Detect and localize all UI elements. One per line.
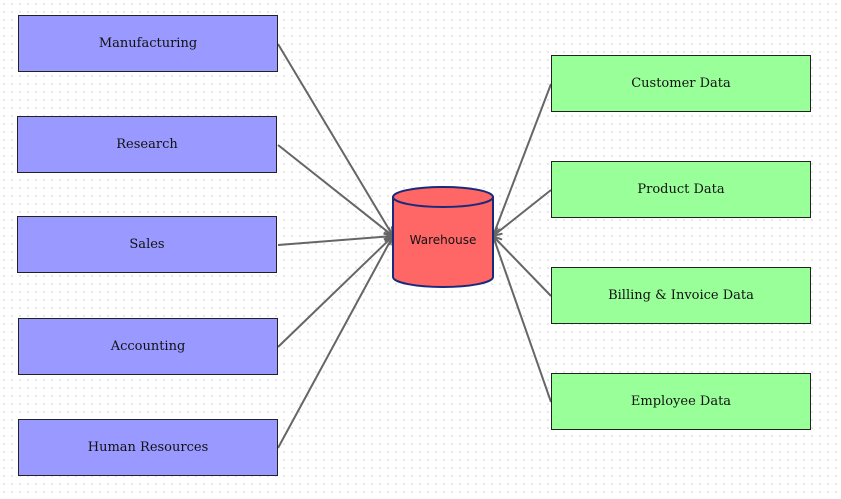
- edge-billing-invoice-data-to-warehouse: [493, 236, 552, 297]
- node-human-resources[interactable]: Human Resources: [18, 419, 278, 476]
- edge-human-resources-to-warehouse: [277, 236, 393, 449]
- node-human-resources-label: Human Resources: [87, 440, 209, 455]
- node-billing-invoice-data-label: Billing & Invoice Data: [608, 288, 754, 303]
- edge-research-to-warehouse: [277, 144, 393, 236]
- edge-manufacturing-to-warehouse: [277, 43, 393, 236]
- edge-employee-data-to-warehouse: [493, 236, 552, 403]
- node-sales[interactable]: Sales: [17, 216, 277, 273]
- warehouse-label: Warehouse: [409, 233, 477, 247]
- node-manufacturing[interactable]: Manufacturing: [18, 15, 278, 72]
- edge-sales-to-warehouse: [277, 236, 393, 246]
- node-product-data-label: Product Data: [637, 182, 725, 197]
- node-accounting-label: Accounting: [110, 339, 186, 354]
- warehouse-cylinder-body: [392, 197, 494, 288]
- warehouse-cylinder-top: [392, 186, 494, 208]
- node-accounting[interactable]: Accounting: [18, 318, 278, 375]
- edge-customer-data-to-warehouse: [493, 83, 552, 236]
- node-manufacturing-label: Manufacturing: [98, 36, 198, 51]
- node-research-label: Research: [116, 137, 178, 152]
- node-employee-data-label: Employee Data: [630, 394, 732, 409]
- node-customer-data-label: Customer Data: [631, 76, 731, 91]
- edge-product-data-to-warehouse: [493, 189, 552, 236]
- warehouse-cylinder[interactable]: [392, 186, 494, 288]
- node-billing-invoice-data[interactable]: Billing & Invoice Data: [551, 267, 811, 324]
- node-product-data[interactable]: Product Data: [551, 161, 811, 218]
- node-research[interactable]: Research: [17, 116, 277, 173]
- node-customer-data[interactable]: Customer Data: [551, 55, 811, 112]
- node-employee-data[interactable]: Employee Data: [551, 373, 811, 430]
- edge-accounting-to-warehouse: [277, 236, 393, 348]
- node-sales-label: Sales: [129, 237, 165, 252]
